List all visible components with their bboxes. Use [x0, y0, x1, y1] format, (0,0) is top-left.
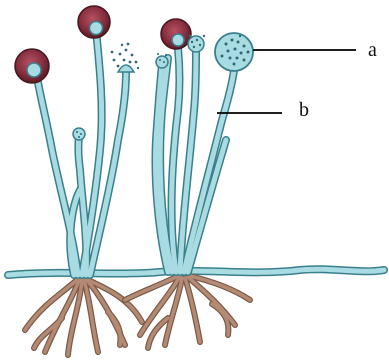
sporangium-icon: [161, 19, 191, 49]
sporangiophores-right: [156, 48, 235, 272]
sporangium-icon: [78, 6, 110, 38]
label-a: a: [368, 40, 377, 60]
rhizoid-right: [125, 276, 250, 348]
sporangium-icon: [188, 35, 205, 52]
label-b: b: [299, 100, 309, 120]
sporangium-icon: [111, 43, 140, 72]
stolon: [8, 269, 384, 275]
sporangium-icon: [215, 33, 253, 71]
sporangium-icon: [156, 53, 168, 68]
sporangium-icon: [73, 128, 85, 140]
sporangium-icon: [15, 49, 49, 83]
rhizoid-left: [25, 278, 142, 355]
